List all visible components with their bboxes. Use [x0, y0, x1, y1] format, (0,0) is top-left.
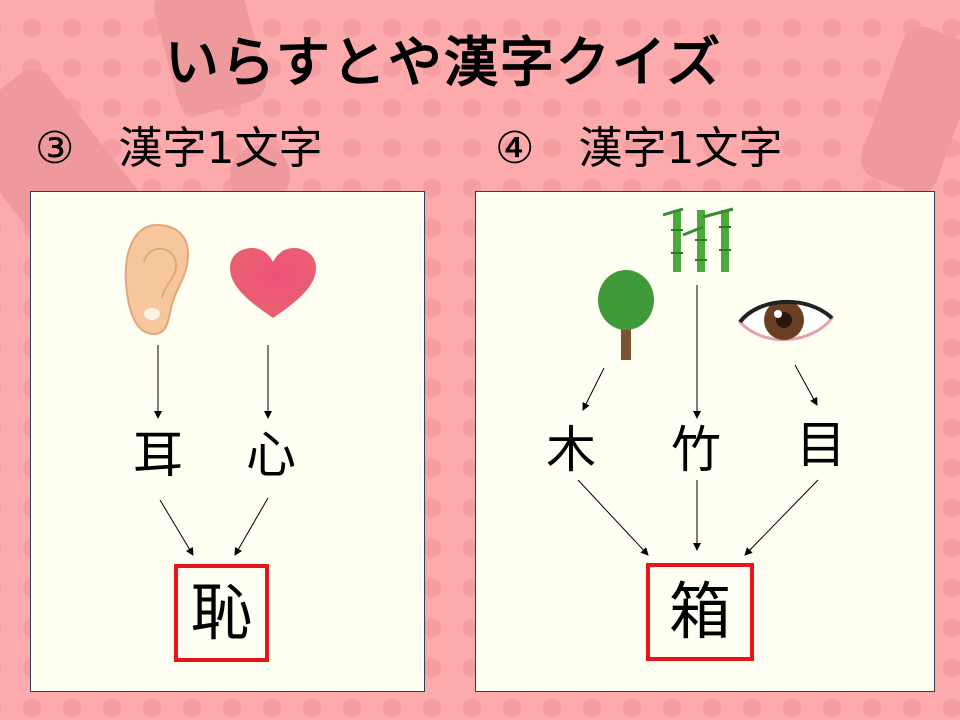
heart-icon [230, 248, 316, 318]
kanji-part: 竹 [671, 421, 721, 479]
kanji-part: 目 [796, 416, 846, 474]
kanji-part: 耳 [133, 426, 183, 484]
bamboo-icon [663, 207, 734, 272]
kanji-part: 心 [246, 426, 296, 484]
question-4-label: ④ 漢字1文字 [495, 123, 783, 174]
question-3-label: ③ 漢字1文字 [35, 123, 323, 174]
question-3-panel [30, 191, 425, 692]
answer-box: 恥 [174, 564, 269, 662]
background-shape [855, 21, 960, 199]
ear-icon [124, 223, 190, 336]
answer-box: 箱 [646, 563, 754, 661]
kanji-part: 木 [546, 421, 596, 479]
question-4-panel [475, 191, 935, 692]
eye-icon [738, 299, 835, 342]
tree-icon [598, 270, 654, 360]
page-title: いらすとや漢字クイズ [165, 31, 723, 94]
